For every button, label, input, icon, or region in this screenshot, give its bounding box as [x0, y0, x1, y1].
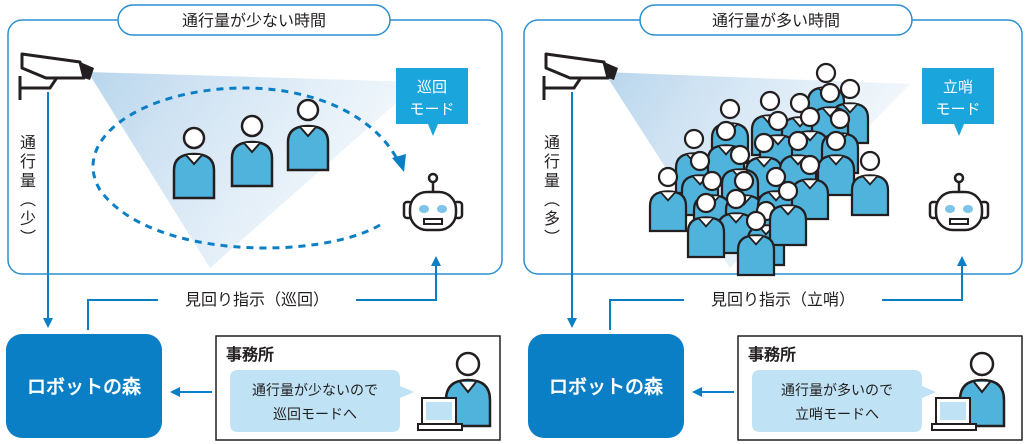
office-message-line-1: 通行量が多いので: [781, 382, 893, 399]
mode-line-1: 立哨: [943, 78, 973, 96]
traffic-volume-label: 通 行 量 ︵ 多 ︶: [544, 133, 560, 247]
mode-callout: 巡回 モード: [396, 68, 468, 136]
office-title: 事務所: [748, 345, 796, 364]
security-camera-icon: [18, 52, 94, 100]
robot-icon: [928, 172, 990, 232]
title-pill: [117, 4, 391, 36]
flow-char: ︵: [20, 190, 36, 209]
scenario-right: 通行量が多い時間 立哨 モード 通 行 量: [523, 4, 1023, 441]
flow-char: 量: [544, 171, 560, 190]
laptop-icon: [417, 397, 463, 431]
office-message-line-2: 巡回モードへ: [273, 407, 357, 423]
laptop-icon: [931, 397, 977, 431]
office-box: 事務所 通行量が少ないので 巡回モードへ: [215, 335, 501, 441]
patrol-route: [91, 86, 402, 250]
flow-char: ︶: [20, 228, 36, 247]
people-crowd: [648, 62, 890, 277]
flow-char: 行: [20, 152, 36, 171]
scenario-left: 通行量が少ない時間 巡回 モード: [6, 4, 503, 441]
person-icon: [768, 180, 808, 247]
flow-char: 行: [544, 152, 560, 171]
robot-forest-box: [6, 334, 162, 438]
speech-bubble: [230, 370, 414, 432]
flow-char: 量: [20, 171, 36, 190]
title-pill: [639, 4, 913, 36]
office-message-line-1: 通行量が少ないので: [252, 383, 378, 399]
flow-char: ︶: [544, 228, 560, 247]
flow-char: ︵: [544, 190, 560, 209]
office-worker-icon: [931, 351, 1006, 431]
flow-char: 多: [544, 209, 560, 228]
office-message-line-2: 立哨モードへ: [795, 407, 879, 423]
panel-title: 通行量が少ない時間: [182, 11, 326, 30]
person-icon: [736, 210, 776, 277]
mode-line-1: 巡回: [417, 78, 447, 96]
forest-label: ロボットの森: [27, 375, 142, 398]
person-icon: [172, 126, 216, 200]
person-icon: [230, 114, 274, 188]
mode-callout: 立哨 モード: [922, 68, 994, 136]
people-group: [172, 98, 330, 200]
forest-label: ロボットの森: [549, 375, 664, 398]
traffic-volume-label: 通 行 量 ︵ 少 ︶: [20, 133, 36, 247]
office-worker-icon: [417, 351, 492, 431]
office-title: 事務所: [226, 345, 274, 364]
panel-title: 通行量が多い時間: [712, 11, 840, 30]
flow-char: 通: [544, 133, 560, 152]
person-icon: [286, 98, 330, 172]
person-icon: [686, 192, 726, 259]
speech-bubble: [752, 370, 936, 432]
robot-forest-box: [528, 334, 684, 438]
security-camera-icon: [542, 52, 618, 100]
person-icon: [816, 130, 856, 197]
flow-char: 少: [20, 209, 36, 228]
patrol-arrowhead: [392, 154, 406, 172]
office-box: 事務所 通行量が多いので 立哨モードへ: [737, 335, 1023, 441]
robot-icon: [402, 172, 464, 232]
flow-char: 通: [20, 133, 36, 152]
person-icon: [648, 166, 688, 233]
person-icon: [850, 150, 890, 217]
mode-line-2: モード: [409, 100, 454, 118]
instruction-label: 見回り指示（巡回）: [185, 290, 329, 309]
mode-line-2: モード: [935, 100, 980, 118]
instruction-label: 見回り指示（立哨）: [711, 290, 855, 309]
